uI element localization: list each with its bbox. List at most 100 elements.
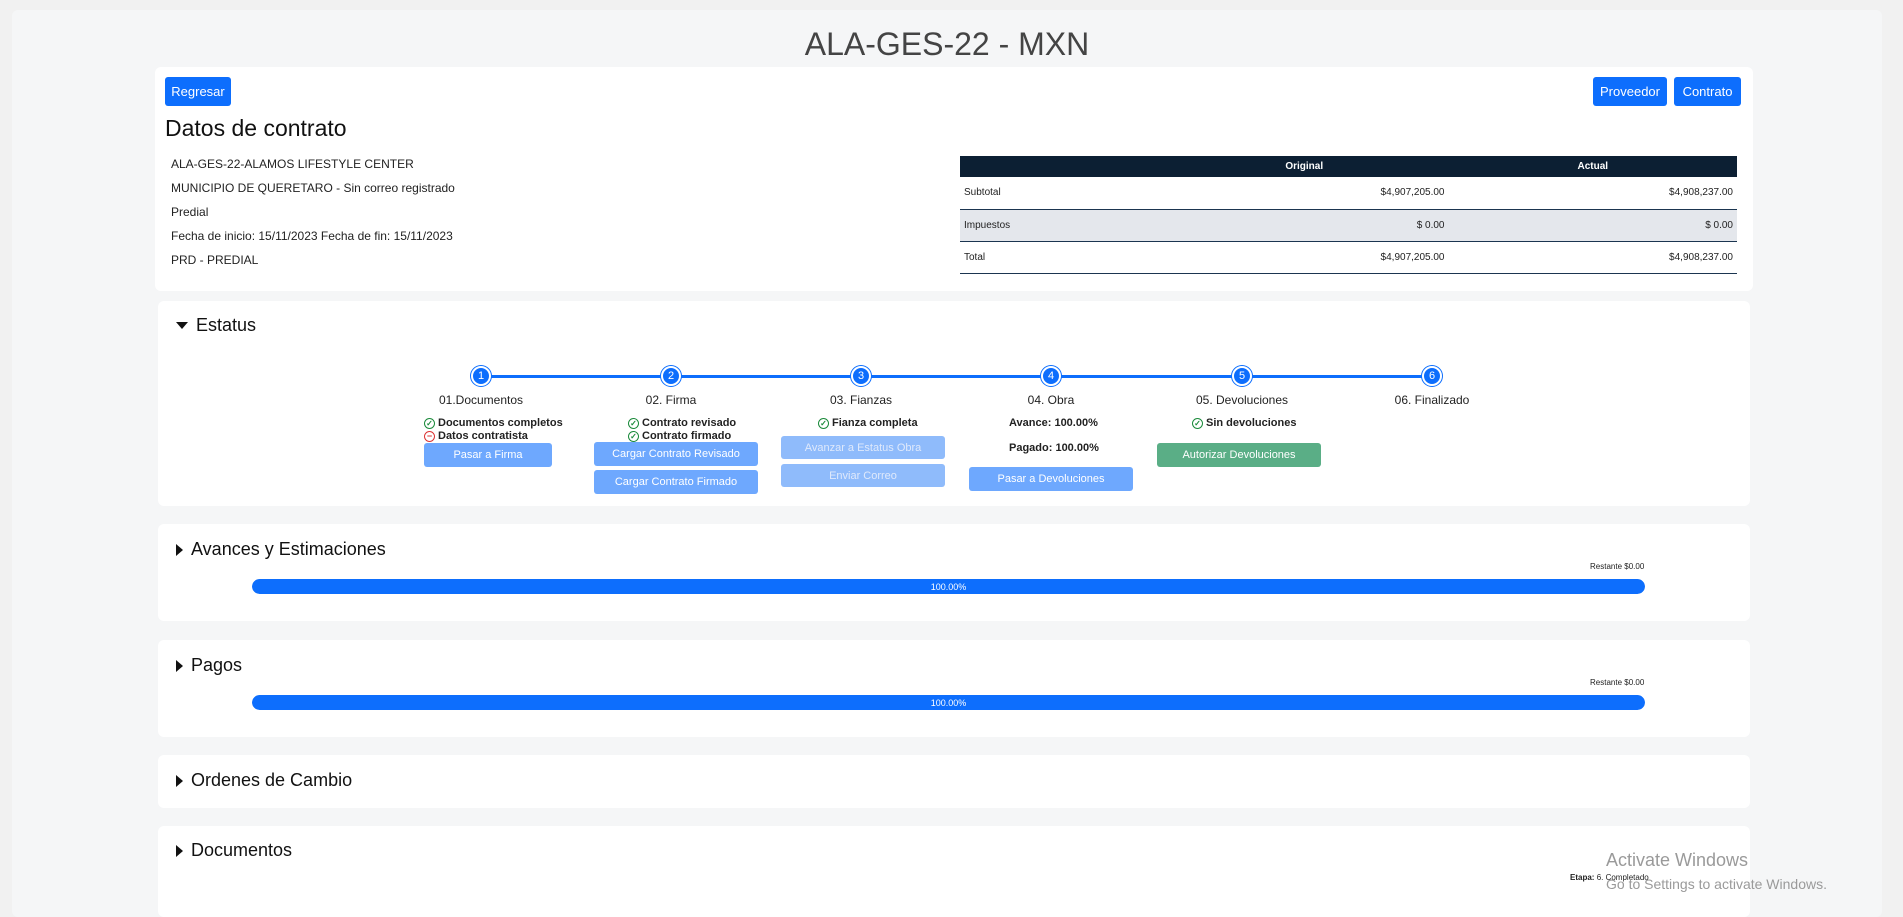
money-header-actual: Actual xyxy=(1448,156,1737,177)
advances-toggle[interactable]: Avances y Estimaciones xyxy=(176,539,386,560)
step-label-2: 02. Firma xyxy=(645,393,697,407)
upload-reviewed-button[interactable]: Cargar Contrato Revisado xyxy=(594,442,758,466)
upload-signed-button[interactable]: Cargar Contrato Firmado xyxy=(594,470,758,494)
documents-card: Documentos xyxy=(158,826,1750,917)
contract-category: PRD - PREDIAL xyxy=(171,253,259,267)
status-card: Estatus 1 2 3 4 5 6 01.Documentos 02. Fi… xyxy=(158,301,1750,506)
payments-card: Pagos Restante $0.00 100.00% xyxy=(158,640,1750,737)
caret-right-icon xyxy=(176,659,183,672)
contract-reviewed-label: Contrato revisado xyxy=(642,417,737,429)
advances-progress-fill: 100.00% xyxy=(252,579,1645,594)
row-label: Total xyxy=(960,241,1160,274)
step-label-6: 06. Finalizado xyxy=(1394,393,1470,407)
contract-name: ALA-GES-22-ALAMOS LIFESTYLE CENTER xyxy=(171,157,414,171)
change-orders-title: Ordenes de Cambio xyxy=(191,770,353,790)
row-actual: $4,908,237.00 xyxy=(1448,177,1737,210)
documents-toggle[interactable]: Documentos xyxy=(176,840,292,861)
step-circle-4: 4 xyxy=(1041,366,1061,386)
check-circle-icon: ✓ xyxy=(628,430,639,442)
contract-heading: Datos de contrato xyxy=(165,115,347,141)
contract-card: Regresar Proveedor Contrato Datos de con… xyxy=(155,67,1753,291)
advances-remaining: Restante $0.00 xyxy=(1590,562,1645,571)
advances-card: Avances y Estimaciones Restante $0.00 10… xyxy=(158,524,1750,621)
bond-complete-label: Fianza completa xyxy=(832,417,918,429)
activate-windows-subtitle: Go to Settings to activate Windows. xyxy=(1606,876,1827,892)
docs-complete-check: ✓ Documentos completos xyxy=(424,417,563,429)
stage-label: Etapa: xyxy=(1570,873,1595,882)
stage-indicator: Etapa: 6. Completado xyxy=(1570,873,1649,882)
contract-signed-check: ✓ Contrato firmado xyxy=(628,430,731,442)
step-label-3: 03. Fianzas xyxy=(829,393,893,407)
contract-dates: Fecha de inicio: 15/11/2023 Fecha de fin… xyxy=(171,229,453,243)
step-label-1: 01.Documentos xyxy=(438,393,524,407)
stage-value: 6. Completado xyxy=(1596,873,1649,882)
change-orders-card: Ordenes de Cambio xyxy=(158,755,1750,808)
stepper-line xyxy=(480,375,1434,378)
table-row: Total $4,907,205.00 $4,908,237.00 xyxy=(960,241,1737,274)
send-mail-button[interactable]: Enviar Correo xyxy=(781,464,945,487)
documents-title: Documentos xyxy=(191,840,293,860)
money-header-original: Original xyxy=(1160,156,1449,177)
advances-title: Avances y Estimaciones xyxy=(191,539,386,559)
contract-reviewed-check: ✓ Contrato revisado xyxy=(628,417,736,429)
no-returns-label: Sin devoluciones xyxy=(1206,417,1297,429)
advance-work-button[interactable]: Avanzar a Estatus Obra xyxy=(781,436,945,459)
paid-label: Pagado: 100.00% xyxy=(1009,442,1099,454)
authorize-returns-button[interactable]: Autorizar Devoluciones xyxy=(1157,443,1321,467)
row-actual: $4,908,237.00 xyxy=(1448,241,1737,274)
check-circle-icon: ✓ xyxy=(818,417,829,429)
advances-progress-bar: 100.00% xyxy=(252,579,1645,594)
caret-right-icon xyxy=(176,844,183,857)
row-label: Subtotal xyxy=(960,177,1160,210)
payments-progress-bar: 100.00% xyxy=(252,695,1645,710)
table-row: Subtotal $4,907,205.00 $4,908,237.00 xyxy=(960,177,1737,210)
table-row: Impuestos $ 0.00 $ 0.00 xyxy=(960,209,1737,242)
back-button[interactable]: Regresar xyxy=(165,77,231,106)
step-circle-2: 2 xyxy=(661,366,681,386)
page-container: ALA-GES-22 - MXN Regresar Proveedor Cont… xyxy=(12,10,1882,917)
step-label-4: 04. Obra xyxy=(1027,393,1075,407)
change-orders-toggle[interactable]: Ordenes de Cambio xyxy=(176,770,352,791)
money-table-header: Original Actual xyxy=(960,156,1737,177)
check-circle-icon: ✓ xyxy=(424,417,435,429)
row-original: $ 0.00 xyxy=(1160,209,1449,242)
payments-toggle[interactable]: Pagos xyxy=(176,655,242,676)
provider-button[interactable]: Proveedor xyxy=(1593,77,1667,106)
check-circle-icon: ✓ xyxy=(1192,417,1203,429)
caret-down-icon xyxy=(176,322,188,329)
row-actual: $ 0.00 xyxy=(1448,209,1737,242)
status-title: Estatus xyxy=(196,315,257,335)
check-circle-icon: ✓ xyxy=(628,417,639,429)
bond-complete-check: ✓ Fianza completa xyxy=(818,417,918,429)
step-circle-5: 5 xyxy=(1232,366,1252,386)
payments-remaining: Restante $0.00 xyxy=(1590,678,1645,687)
caret-right-icon xyxy=(176,774,183,787)
contractor-data-check: − Datos contratista xyxy=(424,430,528,442)
contract-client: MUNICIPIO DE QUERETARO - Sin correo regi… xyxy=(171,181,455,195)
advance-status: Avance: 100.00% xyxy=(1009,417,1098,429)
row-original: $4,907,205.00 xyxy=(1160,177,1449,210)
contract-type: Predial xyxy=(171,205,209,219)
row-label: Impuestos xyxy=(960,209,1160,242)
no-returns-check: ✓ Sin devoluciones xyxy=(1192,417,1296,429)
advance-label: Avance: 100.00% xyxy=(1009,417,1098,429)
paid-status: Pagado: 100.00% xyxy=(1009,442,1099,454)
contract-signed-label: Contrato firmado xyxy=(642,430,732,442)
step-circle-3: 3 xyxy=(851,366,871,386)
status-toggle[interactable]: Estatus xyxy=(176,315,256,336)
money-header-blank xyxy=(960,156,1160,177)
to-returns-button[interactable]: Pasar a Devoluciones xyxy=(969,467,1133,491)
to-sign-button[interactable]: Pasar a Firma xyxy=(424,443,552,467)
money-table: Original Actual Subtotal $4,907,205.00 $… xyxy=(960,156,1737,274)
step-circle-6: 6 xyxy=(1422,366,1442,386)
row-original: $4,907,205.00 xyxy=(1160,241,1449,274)
docs-complete-label: Documentos completos xyxy=(438,417,563,429)
step-circle-1: 1 xyxy=(471,366,491,386)
activate-windows-title: Activate Windows xyxy=(1606,850,1749,870)
payments-title: Pagos xyxy=(191,655,243,675)
contractor-data-label: Datos contratista xyxy=(438,430,528,442)
contract-button[interactable]: Contrato xyxy=(1674,77,1741,106)
caret-right-icon xyxy=(176,543,183,556)
step-label-5: 05. Devoluciones xyxy=(1195,393,1289,407)
payments-progress-fill: 100.00% xyxy=(252,695,1645,710)
